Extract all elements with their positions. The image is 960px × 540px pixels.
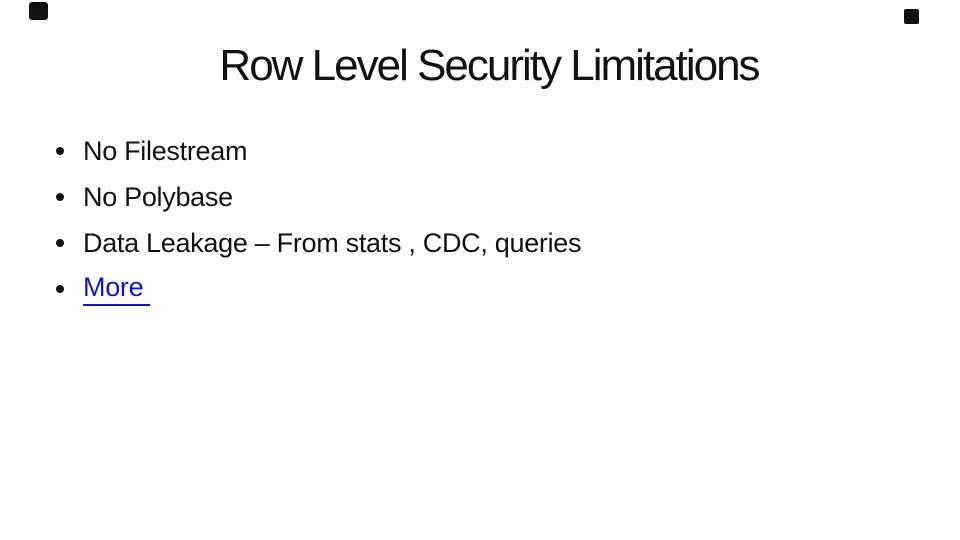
bullet-label: No Filestream	[83, 135, 248, 166]
bullet-dot-icon	[56, 285, 64, 293]
slide-title: Row Level Security Limitations	[219, 41, 760, 90]
bullet-dot-icon	[56, 147, 64, 155]
bullet-item-no-filestream: No Filestream	[56, 128, 581, 174]
corner-mark-top-right	[904, 9, 919, 24]
bullet-label: Data Leakage – From stats , CDC, queries	[83, 227, 582, 258]
bullet-dot-icon	[56, 193, 64, 201]
bullet-label: No Polybase	[83, 181, 233, 212]
bullet-dot-icon	[56, 239, 64, 247]
bullet-item-no-polybase: No Polybase	[56, 174, 581, 220]
bullet-item-data-leakage: Data Leakage – From stats , CDC, queries	[56, 220, 582, 266]
bullet-list: No Filestream No Polybase Data Leakage –…	[56, 128, 582, 312]
bullet-item-more: More	[56, 266, 581, 312]
corner-mark-top-left	[29, 2, 48, 20]
more-link[interactable]: More	[83, 272, 151, 306]
